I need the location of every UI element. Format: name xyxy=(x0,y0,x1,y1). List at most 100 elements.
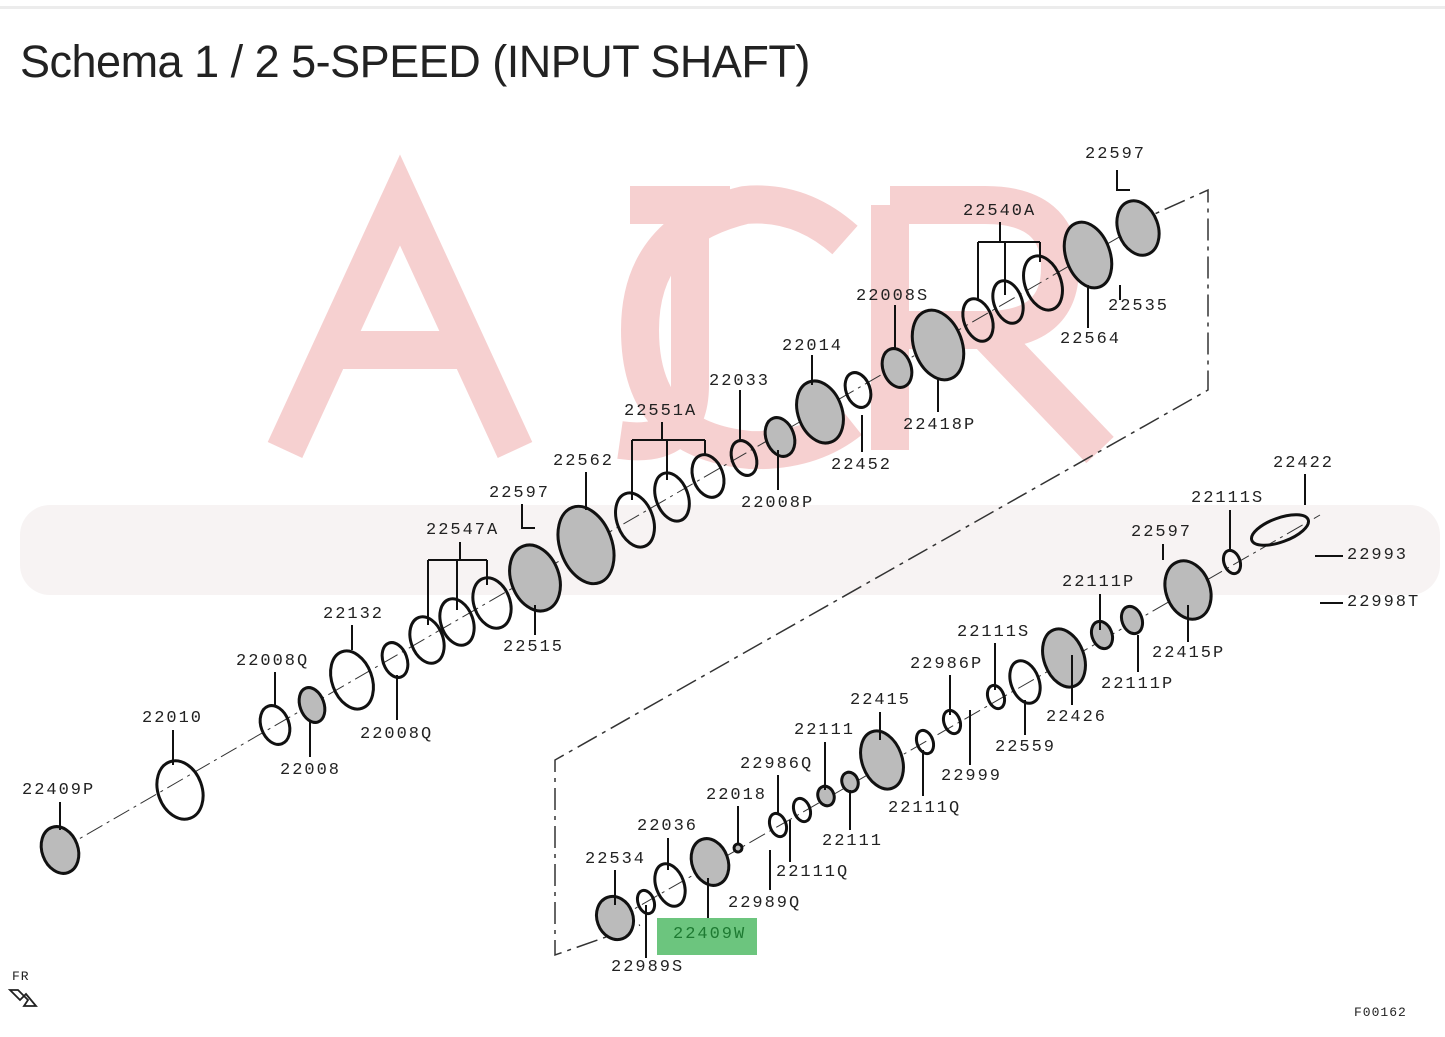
part-label[interactable]: 22008 xyxy=(280,761,342,780)
part-shape xyxy=(1041,627,1087,689)
part-shape xyxy=(653,862,687,908)
part-shape xyxy=(689,837,731,887)
figure-code: F00162 xyxy=(1354,1005,1407,1020)
part-shape xyxy=(791,796,813,824)
part-shape xyxy=(961,297,995,343)
leader-lines xyxy=(59,170,1343,958)
part-label[interactable]: 22986Q xyxy=(740,755,814,774)
part-shape xyxy=(1089,619,1115,651)
part-shape xyxy=(329,649,375,711)
part-shape xyxy=(880,347,914,389)
watermark-subtitle xyxy=(20,505,1440,595)
part-shape xyxy=(635,888,657,916)
part-shape xyxy=(690,453,726,499)
part-label[interactable]: 22989Q xyxy=(728,894,802,913)
part-shape xyxy=(614,491,656,549)
part-shape xyxy=(1008,659,1042,705)
part-label[interactable]: 22415P xyxy=(1152,644,1226,663)
part-label[interactable]: 22562 xyxy=(553,452,615,471)
part-label[interactable]: 22551A xyxy=(624,402,698,421)
part-label[interactable]: 22008Q xyxy=(360,725,434,744)
part-shape xyxy=(859,729,905,791)
part-label[interactable]: 22014 xyxy=(782,337,844,356)
part-shape xyxy=(408,615,446,665)
part-shape xyxy=(556,504,616,586)
part-label[interactable]: 22008Q xyxy=(236,652,310,671)
part-shape xyxy=(985,683,1007,711)
part-shape xyxy=(508,543,562,613)
part-shape xyxy=(843,371,873,409)
parts xyxy=(39,199,1310,942)
part-label[interactable]: 22564 xyxy=(1060,330,1122,349)
part-shape xyxy=(816,784,836,808)
part-label[interactable]: 22998T xyxy=(1347,593,1421,612)
part-label[interactable]: 22132 xyxy=(323,605,385,624)
part-shape xyxy=(910,308,966,382)
part-label[interactable]: 22989S xyxy=(611,958,685,977)
part-label[interactable]: 22597 xyxy=(1085,145,1147,164)
top-divider xyxy=(0,6,1445,9)
part-shape xyxy=(155,759,205,821)
part-shape xyxy=(471,576,513,630)
part-label[interactable]: 22597 xyxy=(1131,523,1193,542)
part-label[interactable]: 22534 xyxy=(585,850,647,869)
part-label[interactable]: 22036 xyxy=(637,817,699,836)
part-shape xyxy=(297,686,327,724)
part-label[interactable]: 22111P xyxy=(1101,675,1175,694)
part-label[interactable]: 22111Q xyxy=(888,799,962,818)
page-title: Schema 1 / 2 5-SPEED (INPUT SHAFT) xyxy=(20,36,810,87)
part-label[interactable]: 22426 xyxy=(1046,708,1108,727)
part-label[interactable]: 22111P xyxy=(1062,573,1136,592)
part-shape xyxy=(914,728,936,756)
part-label[interactable]: 22008P xyxy=(741,494,815,513)
part-label[interactable]: 22597 xyxy=(489,484,551,503)
part-shape xyxy=(1163,559,1213,621)
part-label[interactable]: 22033 xyxy=(709,372,771,391)
part-shape xyxy=(39,825,81,875)
part-label[interactable]: 22010 xyxy=(142,709,204,728)
part-label[interactable]: 22409P xyxy=(22,781,96,800)
part-label[interactable]: 22540A xyxy=(963,202,1037,221)
part-shape xyxy=(438,597,476,647)
part-label[interactable]: 22008S xyxy=(856,287,930,306)
part-label[interactable]: 22999 xyxy=(941,767,1003,786)
part-label[interactable]: 22535 xyxy=(1108,297,1170,316)
part-label[interactable]: 22986P xyxy=(910,655,984,674)
part-shape xyxy=(1115,199,1161,257)
part-label[interactable]: 22111Q xyxy=(776,863,850,882)
part-label[interactable]: 22422 xyxy=(1273,454,1335,473)
part-label[interactable]: 22515 xyxy=(503,638,565,657)
part-label-highlighted[interactable]: 22409W xyxy=(673,925,747,944)
part-label[interactable]: 22452 xyxy=(831,456,893,475)
part-shape xyxy=(795,379,845,445)
part-label[interactable]: 22418P xyxy=(903,416,977,435)
part-label[interactable]: 22559 xyxy=(995,738,1057,757)
direction-label: FR xyxy=(12,969,30,984)
part-shape xyxy=(1250,513,1310,547)
part-shape xyxy=(1221,548,1243,576)
part-label[interactable]: 22415 xyxy=(850,691,912,710)
part-label[interactable]: 22018 xyxy=(706,786,768,805)
part-label[interactable]: 22111 xyxy=(794,721,856,740)
part-label[interactable]: 22547A xyxy=(426,521,500,540)
part-shape xyxy=(763,416,797,458)
part-shape xyxy=(1062,220,1114,290)
part-shape xyxy=(1119,604,1145,636)
part-shape xyxy=(991,279,1025,325)
part-shape xyxy=(767,811,789,839)
watermark-logo xyxy=(267,154,1114,470)
part-shape xyxy=(732,842,744,854)
part-shape xyxy=(941,708,963,736)
part-shape xyxy=(1022,254,1064,312)
part-shape xyxy=(594,894,636,942)
part-label[interactable]: 22111S xyxy=(957,623,1031,642)
part-shape xyxy=(258,704,292,746)
fr-arrow-icon xyxy=(7,989,38,1007)
highlight-box[interactable] xyxy=(657,918,757,955)
part-shape xyxy=(380,641,410,679)
part-shape xyxy=(653,471,691,523)
part-shape xyxy=(729,439,759,477)
part-label[interactable]: 22993 xyxy=(1347,546,1409,565)
part-label[interactable]: 22111S xyxy=(1191,489,1265,508)
part-label[interactable]: 22111 xyxy=(822,832,884,851)
